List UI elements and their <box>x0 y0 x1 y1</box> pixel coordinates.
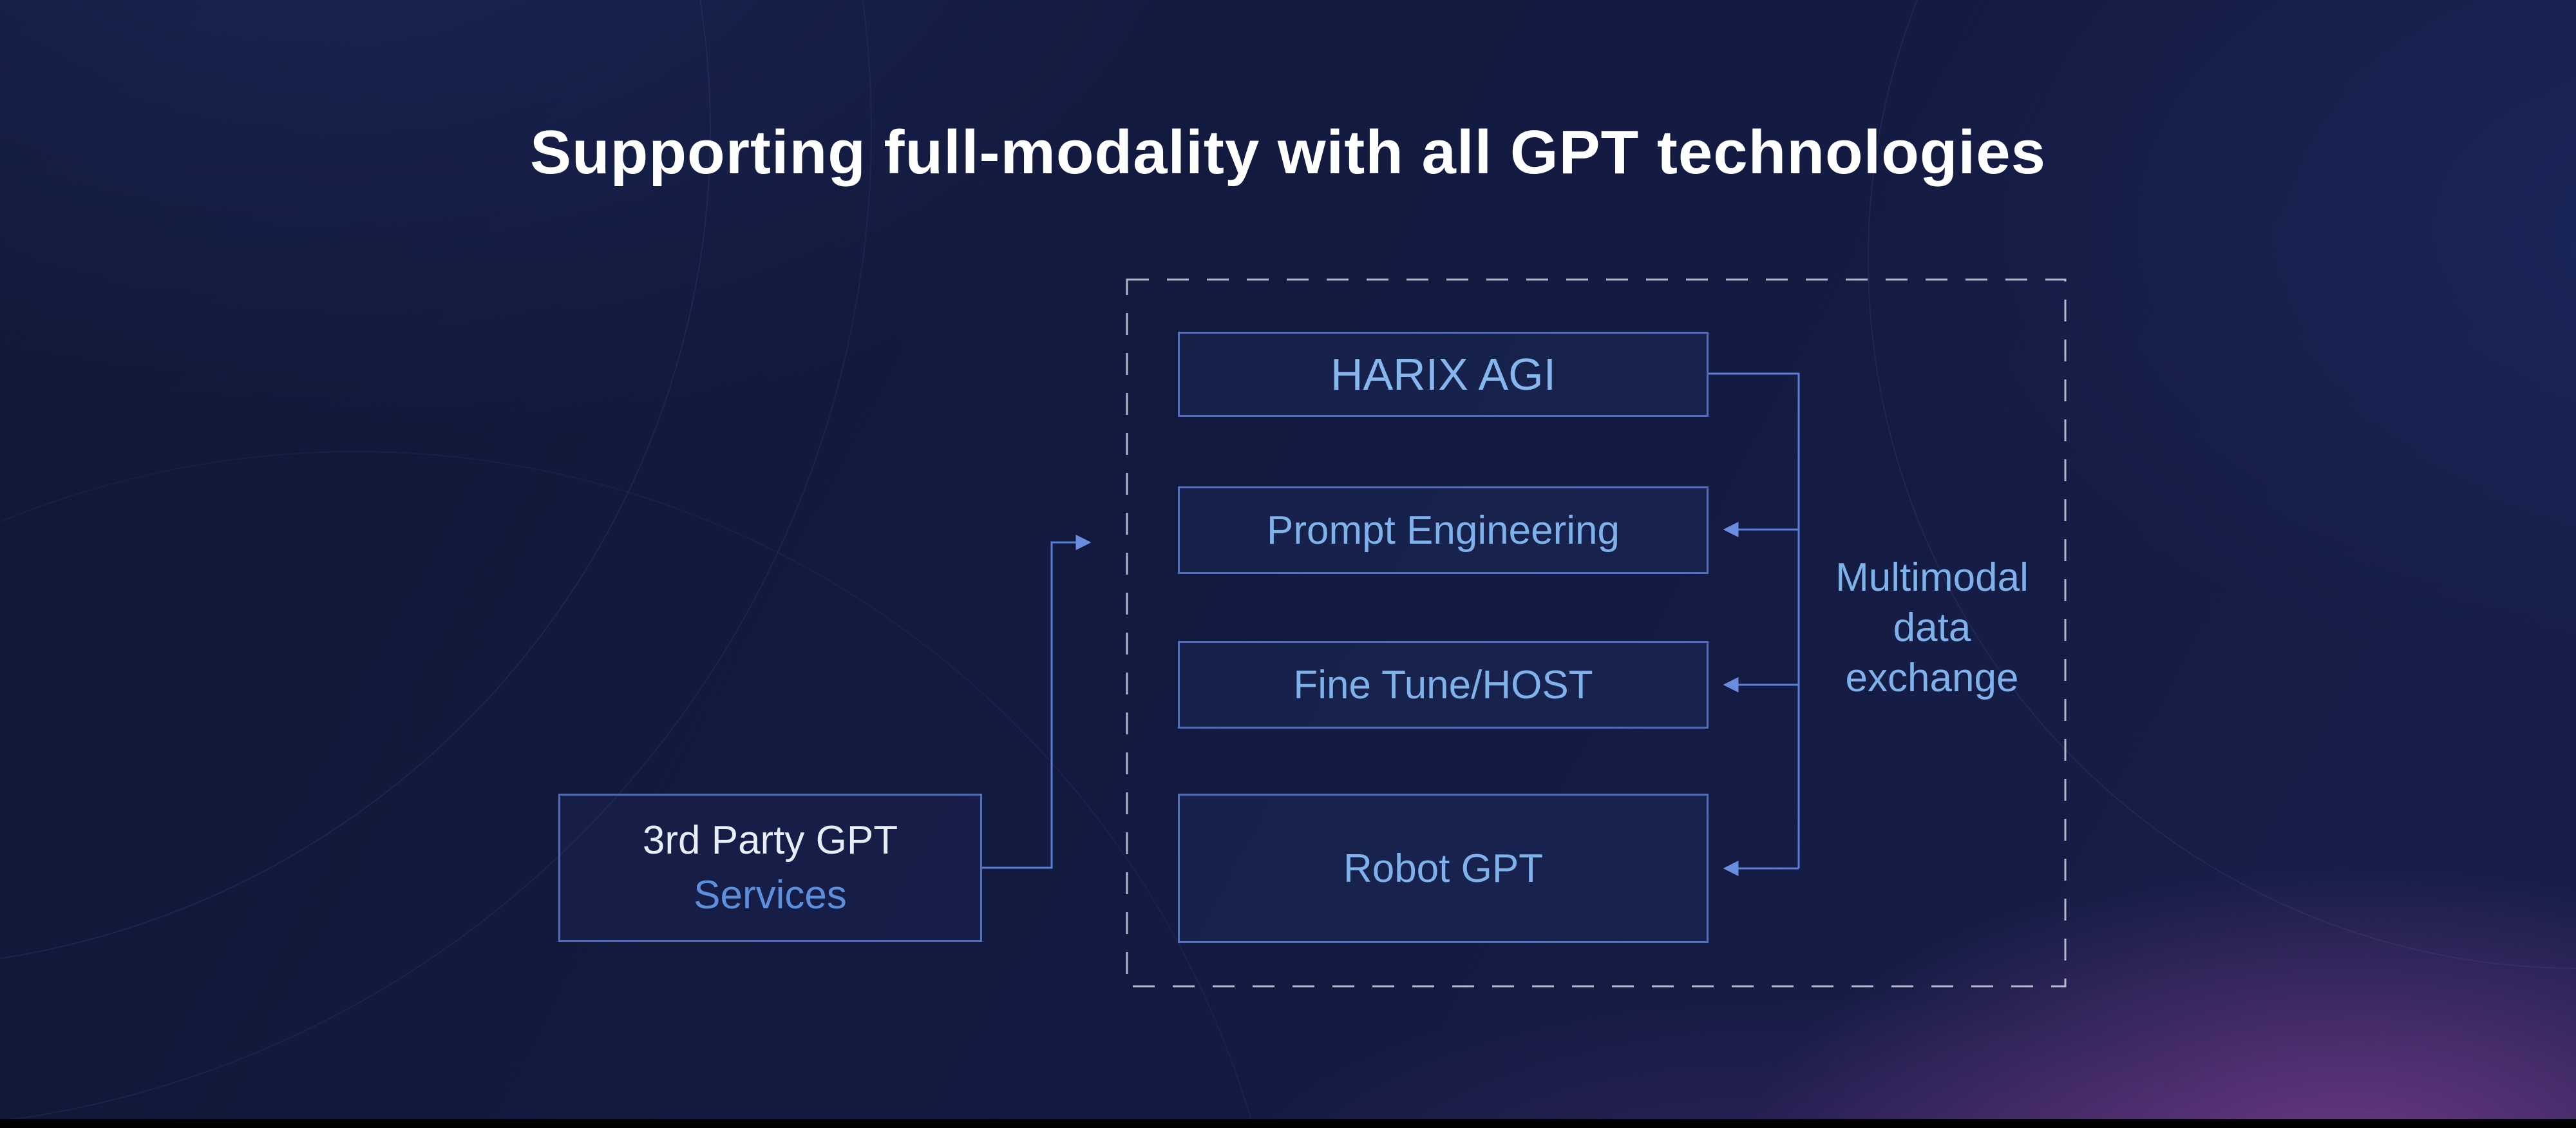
slide-title: Supporting full-modality with all GPT te… <box>530 118 2046 187</box>
box-prompt-engineering-label: Prompt Engineering <box>1267 508 1620 553</box>
box-3rd-party-gpt-services: 3rd Party GPT Services <box>558 794 982 942</box>
box-harix-agi: HARIX AGI <box>1178 332 1709 417</box>
side-label-line: data <box>1893 606 1971 650</box>
box-robot-gpt-label: Robot GPT <box>1343 846 1544 891</box>
box-robot-gpt: Robot GPT <box>1178 794 1709 943</box>
box-fine-tune-host-label: Fine Tune/HOST <box>1293 662 1593 707</box>
bottom-letterbox-bar <box>0 1119 2576 1128</box>
side-label-line: exchange <box>1845 656 2019 700</box>
connector-trunk <box>1709 372 1800 868</box>
connector-3rd-party <box>982 535 1092 869</box>
box-fine-tune-host: Fine Tune/HOST <box>1178 641 1709 729</box>
3rd-party-gpt-label: 3rd Party GPT <box>642 817 898 863</box>
box-prompt-engineering: Prompt Engineering <box>1178 486 1709 574</box>
box-harix-agi-label: HARIX AGI <box>1330 349 1557 399</box>
services-label: Services <box>694 873 847 917</box>
decor-arc <box>0 451 1291 1128</box>
side-label-line: Multimodal <box>1835 555 2029 600</box>
multimodal-data-exchange-label: Multimodal data exchange <box>1803 553 2061 703</box>
